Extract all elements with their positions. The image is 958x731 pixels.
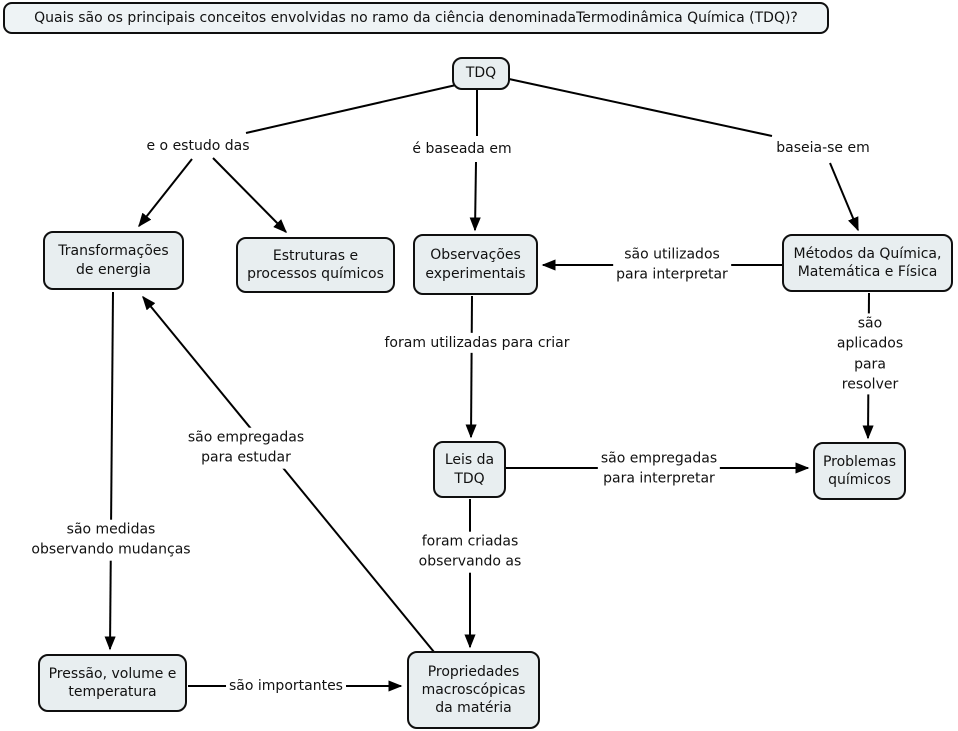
edge-label-e-baseada-em[interactable]: é baseada em	[409, 138, 515, 160]
focus-question-box[interactable]: Quais são os principais conceitos envolv…	[3, 2, 829, 34]
edge-label-foram-criadas-observando-as[interactable]: foram criadas observando as	[415, 531, 525, 573]
node-tdq[interactable]: TDQ	[452, 57, 510, 90]
node-estruturas-processos-quimicos[interactable]: Estruturas e processos químicos	[236, 237, 395, 293]
edge-line	[469, 161, 481, 232]
node-leis-da-tdq[interactable]: Leis da TDQ	[433, 441, 506, 498]
edge-label-sao-empregadas-para-interpretar[interactable]: são empregadas para interpretar	[597, 448, 721, 490]
edge-line	[104, 291, 116, 651]
node-propriedades-macroscopicas[interactable]: Propriedades macroscópicas da matéria	[407, 651, 540, 729]
edge-line	[138, 158, 193, 228]
edge-line	[142, 295, 435, 653]
node-pressao-volume-temperatura[interactable]: Pressão, volume e temperatura	[38, 654, 187, 712]
node-metodos-quimica-matematica-fisica[interactable]: Métodos da Química, Matemática e Física	[782, 234, 953, 292]
node-transformacoes-de-energia[interactable]: Transformações de energia	[43, 231, 184, 290]
edge-line	[508, 78, 773, 137]
edge-label-sao-empregadas-para-estudar[interactable]: são empregadas para estudar	[184, 427, 308, 469]
edge-label-sao-aplicados-para-resolver[interactable]: são aplicados para resolver	[826, 313, 914, 395]
edge-line	[245, 84, 457, 134]
node-problemas-quimicos[interactable]: Problemas químicos	[813, 442, 906, 500]
edge-line	[465, 295, 477, 439]
edge-label-sao-medidas-observando-mudancas[interactable]: são medidas observando mudanças	[28, 519, 194, 561]
edge-label-e-o-estudo-das[interactable]: e o estudo das	[143, 135, 253, 157]
node-observacoes-experimentais[interactable]: Observações experimentais	[413, 234, 538, 295]
edge-label-foram-utilizadas-para-criar[interactable]: foram utilizadas para criar	[381, 332, 573, 354]
edge-label-sao-importantes[interactable]: são importantes	[226, 675, 346, 697]
edge-line	[829, 162, 859, 232]
edge-label-baseia-se-em[interactable]: baseia-se em	[773, 137, 873, 159]
edge-label-sao-utilizados-para-interpretar[interactable]: são utilizados para interpretar	[613, 244, 731, 286]
edge-line	[212, 157, 287, 233]
